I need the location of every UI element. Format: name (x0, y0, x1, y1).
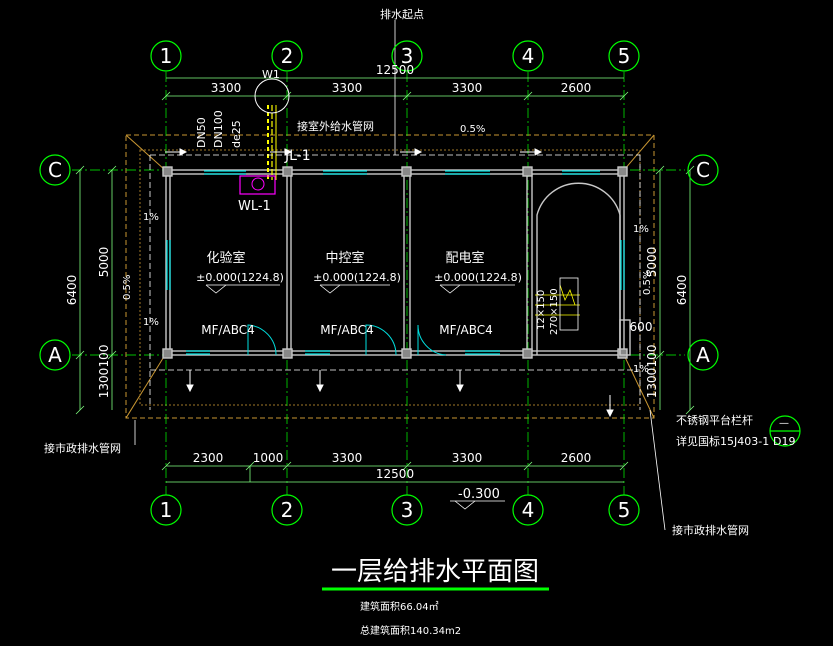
axis-bubble-left-A (39, 339, 71, 371)
dim-top-seg-3: 3300 (452, 81, 483, 95)
doors (247, 324, 447, 356)
axis-label-bottom-2: 2 (281, 498, 294, 522)
dim-right-3: 1300 (645, 368, 659, 399)
room-ext-lab: MF/ABC4 (201, 323, 255, 337)
room-name-lab: 化验室 (206, 250, 245, 266)
dim-left-2: 5000 (97, 247, 111, 278)
dim-bottom-seg-1: 2300 (193, 451, 224, 465)
axis-bubble-top-5 (608, 40, 640, 72)
axis-bubble-left-C (39, 154, 71, 186)
axis-bubble-bottom-5 (608, 494, 640, 526)
axis-bubble-right-C (687, 154, 719, 186)
pipe-dn100-label: DN100 (212, 110, 225, 148)
axis-label-top-2: 2 (281, 44, 294, 68)
dim-top-seg-2: 3300 (332, 81, 363, 95)
dim-top-seg-4: 2600 (561, 81, 592, 95)
axis-label-left-A: A (48, 343, 62, 367)
axis-label-top-4: 4 (522, 44, 535, 68)
connect-out-label: 接室外给水管网 (297, 119, 374, 133)
stair-label-1: 12×150 (536, 290, 547, 330)
dim-left-3: 1300 (97, 368, 111, 399)
slope-right-2: 1% (633, 364, 649, 375)
railing-ref: 详见国标15J403-1 (676, 434, 769, 448)
wl-label: WL-1 (238, 199, 271, 214)
axis-bubble-bottom-2 (271, 494, 303, 526)
pipe-dn50-label: DN50 (195, 117, 208, 148)
dim-left-1: 6400 (65, 275, 79, 306)
axis-bubble-bottom-3 (391, 494, 423, 526)
dim-bottom-seg-5: 2600 (561, 451, 592, 465)
connect-left-label: 接市政排水管网 (44, 441, 121, 455)
dim-bottom-seg-4: 3300 (452, 451, 483, 465)
pipes (134, 20, 666, 531)
dim-right-2: 6400 (675, 275, 689, 306)
axis-label-top-3: 3 (401, 44, 414, 68)
stair-label-2: 270×150 (549, 288, 560, 335)
slope-top: 0.5% (460, 124, 485, 135)
axis-bubble-top-3 (391, 40, 423, 72)
outside-level: -0.300 (458, 487, 500, 502)
axis-label-bottom-1: 1 (160, 498, 173, 522)
dim-bottom-seg-3: 3300 (332, 451, 363, 465)
room-ext-power: MF/ABC4 (439, 323, 493, 337)
dim-top-total: 12500 (376, 63, 414, 77)
area-note: 建筑面积66.04㎡ (360, 600, 439, 613)
room-ext-control: MF/ABC4 (320, 323, 374, 337)
jl-label: JL-1 (284, 148, 311, 164)
dim-bottom-total: 12500 (376, 467, 414, 481)
axis-label-bottom-5: 5 (618, 498, 631, 522)
room-name-power: 配电室 (445, 250, 484, 266)
slope-left-1: 1% (143, 212, 159, 223)
pipe-w1-label: W1 (262, 68, 280, 81)
total-area-note: 总建筑面积140.34m2 (360, 624, 461, 637)
axis-label-top-1: 1 (160, 44, 173, 68)
axis-label-left-C: C (48, 158, 62, 182)
railing-note: 不锈钢平台栏杆 (676, 413, 753, 427)
slope-left-mid: 0.5% (122, 275, 133, 300)
axis-bubble-top-2 (271, 40, 303, 72)
dim-right-5: 600 (630, 320, 653, 334)
axis-bubble-top-4 (512, 40, 544, 72)
dim-right-1: 5000 (645, 247, 659, 278)
axis-bubble-right-A (687, 339, 719, 371)
axis-label-bottom-3: 3 (401, 498, 414, 522)
axis-label-right-A: A (696, 343, 710, 367)
slope-right-mid: 0.5% (642, 270, 653, 295)
axis-label-bottom-4: 4 (522, 498, 535, 522)
dim-right-4: 100 (645, 345, 659, 368)
building-outline (125, 134, 655, 419)
pipe-de25-label: de25 (230, 120, 243, 148)
detail-ref-top: — (779, 418, 789, 429)
room-level-control: ±0.000(1224.8) (313, 271, 401, 284)
dim-top-seg-1: 3300 (211, 81, 242, 95)
page-title: 一层给排水平面图 (331, 557, 539, 587)
axis-bubble-bottom-4 (512, 494, 544, 526)
axis-label-right-C: C (696, 158, 710, 182)
detail-ref-bottom: D19 (773, 435, 795, 448)
connect-right-label: 接市政排水管网 (672, 523, 749, 537)
slope-right-1: 1% (633, 224, 649, 235)
dim-bottom-seg-2: 1000 (253, 451, 284, 465)
slope-arrows (165, 148, 614, 418)
room-level-lab: ±0.000(1224.8) (196, 271, 284, 284)
room-level-power: ±0.000(1224.8) (434, 271, 522, 284)
windows (166, 170, 625, 355)
slope-left-2: 1% (143, 317, 159, 328)
axis-label-top-5: 5 (618, 44, 631, 68)
axis-bubble-top-1 (150, 40, 182, 72)
dim-left-4: 100 (97, 345, 111, 368)
room-name-control: 中控室 (325, 250, 364, 266)
axis-bubbles (39, 40, 801, 526)
top-label: 排水起点 (380, 7, 424, 21)
axis-bubble-bottom-1 (150, 494, 182, 526)
stairs (535, 277, 580, 331)
level-markers (205, 284, 515, 510)
